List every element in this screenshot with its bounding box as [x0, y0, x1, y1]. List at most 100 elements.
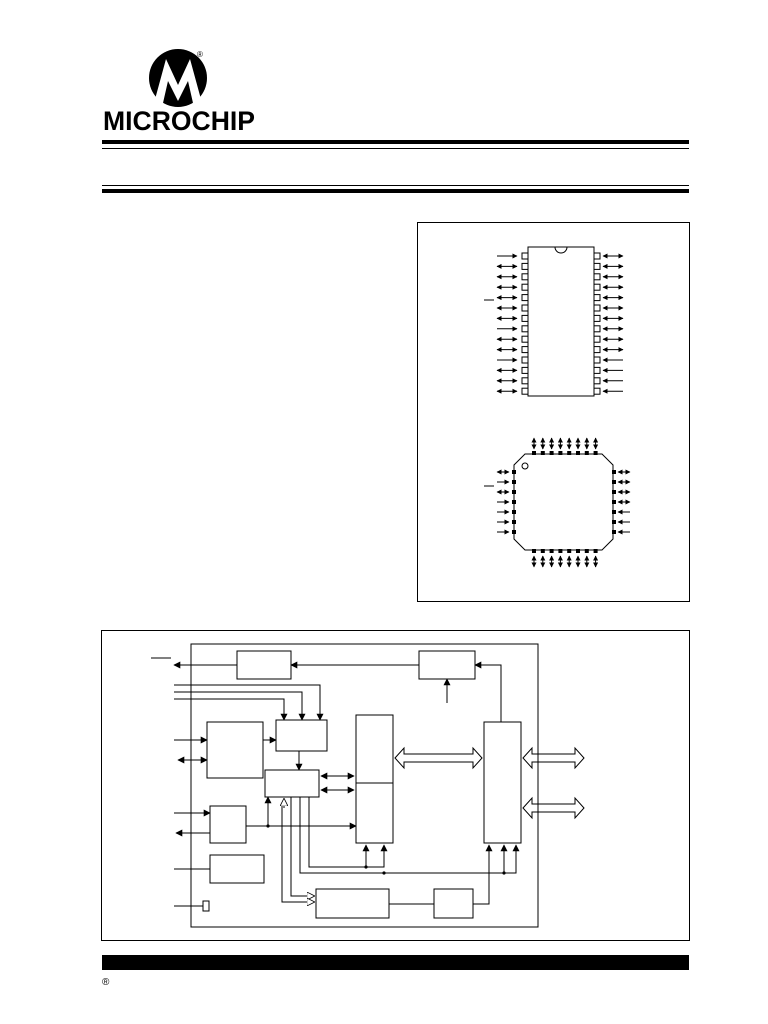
dip-pin	[593, 314, 601, 322]
io-ext-bus-1	[522, 746, 585, 770]
plcc-pins	[496, 437, 631, 568]
microchip-logo: ®	[100, 45, 270, 140]
plcc-pin	[532, 549, 536, 553]
signal-line-1	[174, 684, 324, 721]
pin1-dot-icon	[521, 462, 529, 470]
block-memory-control	[206, 721, 264, 779]
plcc-pin	[512, 470, 516, 474]
junction-dot	[502, 871, 506, 875]
plcc-pin	[567, 549, 572, 553]
plcc-pin	[612, 510, 616, 514]
plcc-pin	[567, 451, 572, 455]
block-io-logic	[209, 805, 247, 844]
block-address-latch	[264, 769, 320, 798]
logo-wordmark: MICROCHIP	[103, 106, 263, 136]
plcc-pin	[549, 451, 554, 455]
block-decoder	[275, 719, 328, 752]
dip-pin	[593, 252, 601, 260]
dip-pin	[521, 304, 529, 312]
latch-to-sense	[290, 797, 314, 896]
footer-copyright-mark: ®	[102, 977, 110, 988]
plcc-pin	[576, 451, 580, 455]
block-io-buffer	[483, 721, 522, 844]
dip-right-pins	[593, 252, 624, 395]
block-sense-amp	[315, 888, 390, 919]
dip-pin	[593, 366, 601, 374]
plcc-pin	[584, 549, 589, 553]
registered-mark: ®	[197, 50, 203, 59]
route-io-1	[384, 844, 508, 874]
plcc-pin	[512, 520, 516, 524]
junction-dot	[364, 865, 368, 869]
block-generator	[209, 854, 265, 884]
dip-pin	[593, 377, 601, 385]
plcc-pin	[532, 451, 536, 455]
dip-package	[484, 246, 624, 397]
dip-pin	[521, 335, 529, 343]
dip-pin	[521, 387, 529, 395]
plcc-pin	[540, 451, 545, 455]
block-small-pad	[202, 900, 210, 912]
plcc-pin	[612, 470, 616, 474]
dip-pin	[521, 283, 529, 291]
io-to-cycle	[474, 661, 502, 723]
plcc-pin	[612, 480, 616, 484]
plcc-pin	[593, 549, 598, 553]
plcc-pin	[512, 530, 516, 534]
dip-pin	[521, 377, 529, 385]
dip-pin	[521, 252, 529, 260]
junction-dot	[382, 871, 386, 875]
dip-pin	[593, 273, 601, 281]
junction-dot	[266, 824, 270, 828]
plcc-pin	[558, 451, 563, 455]
header-rule-thick	[102, 140, 689, 144]
dip-pin	[593, 356, 601, 364]
block-diagram-box	[101, 630, 690, 941]
microchip-logo-mark-icon: ®	[149, 49, 207, 107]
dip-pin	[593, 294, 601, 302]
dip-pin	[593, 283, 601, 291]
array-io-bus	[394, 746, 483, 770]
dip-pin	[593, 325, 601, 333]
block-cycle-control	[418, 650, 476, 680]
wordmark-text: MICROCHIP	[103, 106, 255, 136]
dip-pin	[593, 335, 601, 343]
chip-boundary	[190, 643, 539, 928]
dip-pin	[521, 325, 529, 333]
signal-line-2	[174, 691, 306, 721]
section-rule-thin	[102, 185, 689, 186]
plcc-pin	[576, 549, 580, 553]
plcc-pin	[612, 530, 616, 534]
block-data-register	[433, 888, 474, 919]
route-io-2	[504, 844, 520, 874]
plcc-pin	[612, 500, 616, 504]
plcc-pin	[512, 510, 516, 514]
package-figure-box	[417, 222, 690, 602]
dip-pin	[593, 346, 601, 354]
header-rule-thin	[102, 148, 689, 149]
dip-pin	[593, 304, 601, 312]
dip-pin	[593, 387, 601, 395]
footer-bar	[102, 955, 689, 970]
dip-pin	[521, 366, 529, 374]
block-memory-array	[355, 714, 394, 844]
plcc-pin	[612, 520, 616, 524]
dip-pin	[521, 346, 529, 354]
plcc-pin	[512, 500, 516, 504]
section-rule-thick	[102, 189, 689, 193]
io-ext-bus-2	[522, 796, 585, 820]
block-status-out	[236, 650, 292, 680]
plcc-pin	[593, 451, 598, 455]
latch-to-sense-2	[281, 805, 314, 902]
plcc-pin	[512, 490, 516, 494]
dip-pin	[521, 356, 529, 364]
register-to-io	[473, 844, 493, 905]
signal-line-3	[174, 698, 288, 721]
dip-pin	[521, 314, 529, 322]
dip-pin	[521, 262, 529, 270]
plcc-pin	[558, 549, 563, 553]
route-array-2	[366, 844, 388, 868]
route-io-base	[299, 797, 384, 874]
